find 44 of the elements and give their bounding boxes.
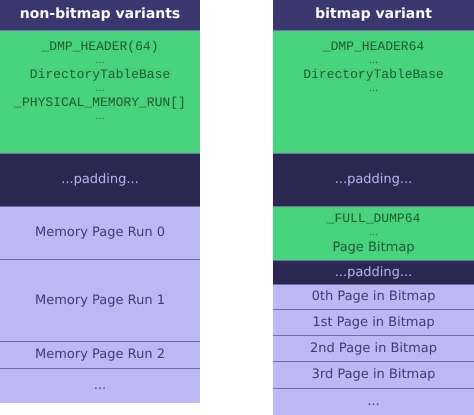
column-panel bbox=[273, 0, 474, 415]
padding-band bbox=[273, 260, 474, 284]
page-band bbox=[0, 341, 200, 368]
padding-band bbox=[0, 153, 200, 206]
field-name: _DMP_HEADER(64) bbox=[41, 39, 159, 55]
band-label: Memory Page Run 0 bbox=[35, 224, 165, 242]
page-band bbox=[273, 284, 474, 309]
ellipsis-text: … bbox=[369, 55, 378, 67]
structure-band bbox=[273, 30, 474, 153]
ellipsis-text: … bbox=[369, 83, 378, 95]
column-panel bbox=[0, 0, 200, 403]
band-label: ... bbox=[94, 377, 106, 395]
ellipsis-text: … bbox=[96, 111, 104, 123]
column-heading: bitmap variant bbox=[314, 6, 433, 22]
page-band bbox=[273, 361, 474, 388]
band-label: Page Bitmap bbox=[332, 238, 415, 256]
field-name: DirectoryTableBase bbox=[303, 67, 444, 83]
field-name: _DMP_HEADER64 bbox=[322, 39, 424, 55]
field-name: DirectoryTableBase bbox=[30, 67, 170, 83]
ellipsis-text: … bbox=[96, 55, 104, 67]
band-label: ...padding... bbox=[334, 171, 412, 189]
ellipsis-text: … bbox=[96, 83, 104, 95]
band-label: 1st Page in Bitmap bbox=[312, 314, 435, 332]
page-band bbox=[273, 388, 474, 415]
column-heading: non-bitmap variants bbox=[18, 6, 182, 22]
band-label: 2nd Page in Bitmap bbox=[310, 340, 437, 358]
page-band bbox=[0, 259, 200, 341]
band-label: 3rd Page in Bitmap bbox=[312, 366, 436, 384]
field-name: _FULL_DUMP64 bbox=[326, 210, 420, 226]
band-label: 0th Page in Bitmap bbox=[312, 288, 436, 306]
field-name: _PHYSICAL_MEMORY_RUN[] bbox=[14, 95, 186, 111]
padding-band bbox=[273, 153, 474, 206]
band-label: ...padding... bbox=[61, 171, 139, 189]
band-label: Memory Page Run 1 bbox=[35, 292, 165, 310]
band-label: ... bbox=[367, 393, 380, 411]
band-label: ...padding... bbox=[334, 264, 412, 282]
page-band bbox=[273, 335, 474, 361]
structure-band bbox=[273, 206, 474, 260]
structure-band bbox=[0, 30, 200, 153]
band-label: Memory Page Run 2 bbox=[35, 346, 165, 364]
page-band bbox=[0, 368, 200, 403]
page-band bbox=[273, 309, 474, 335]
page-band bbox=[0, 206, 200, 259]
ellipsis-text: ... bbox=[369, 226, 378, 238]
